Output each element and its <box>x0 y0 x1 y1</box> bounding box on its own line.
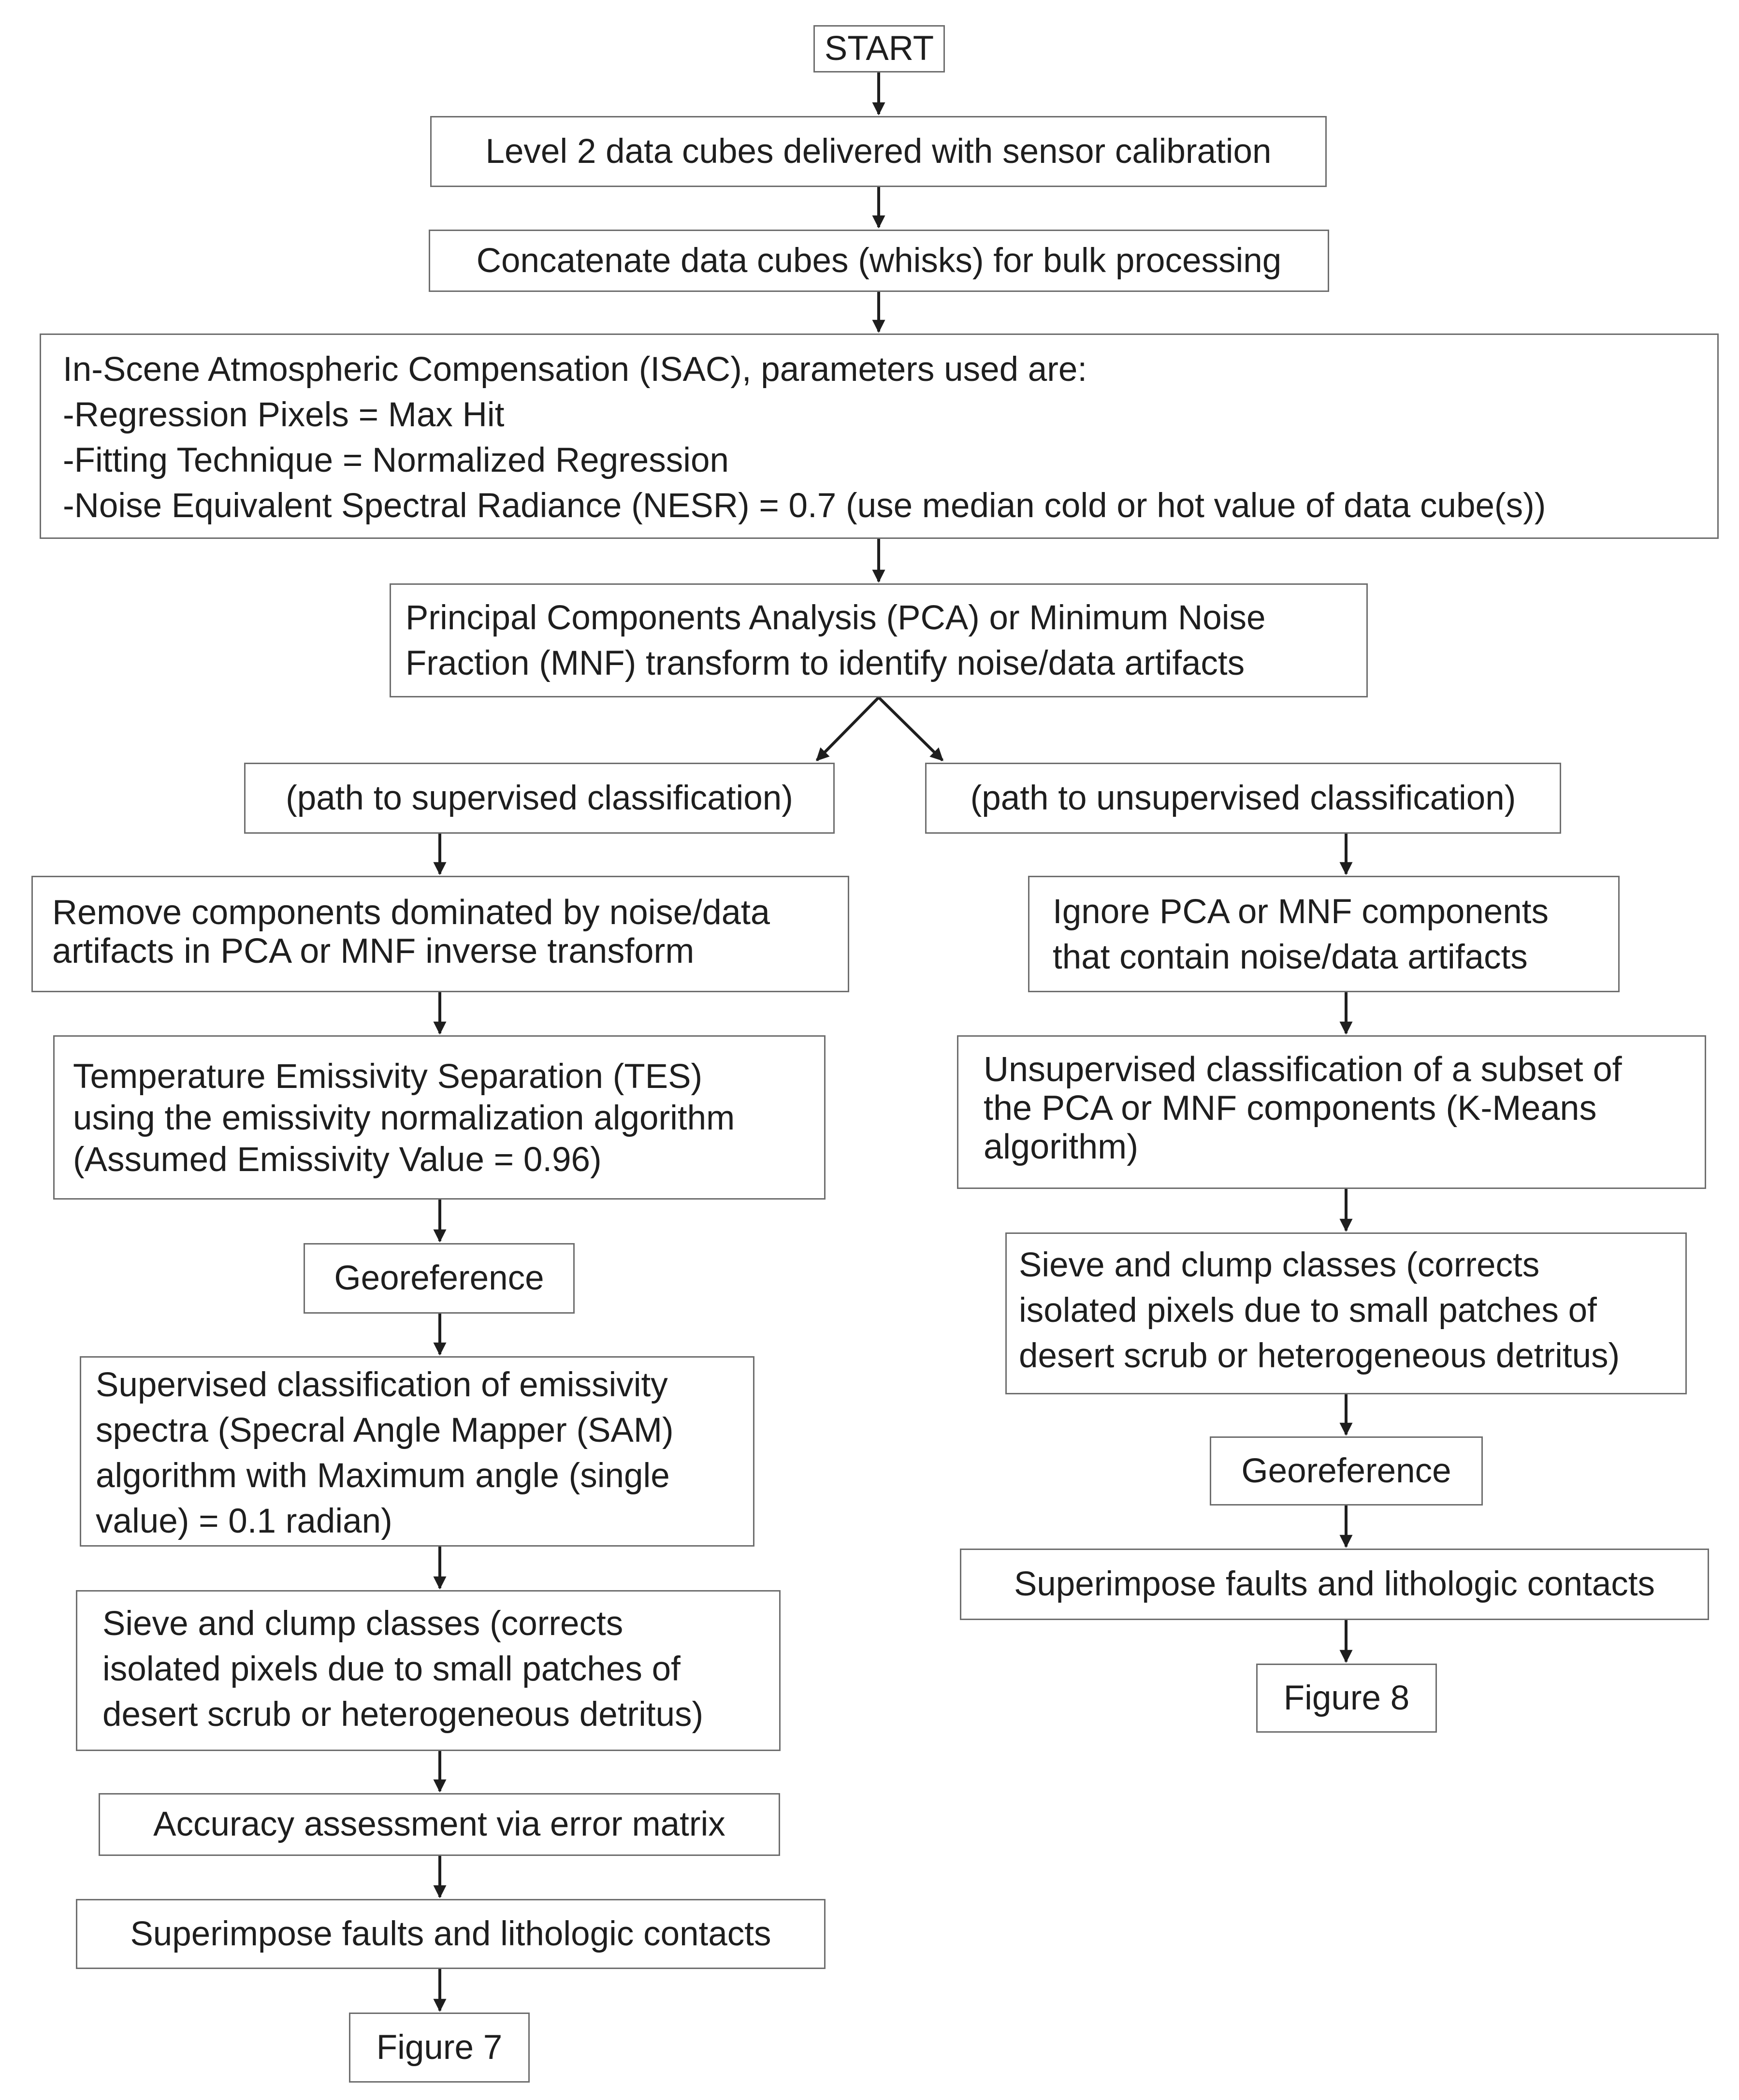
pca-line-1: Principal Components Analysis (PCA) or M… <box>406 599 1266 637</box>
unsupervised-path-box: (path to unsupervised classification) <box>925 763 1561 834</box>
georeference-left-box: Georeference <box>304 1243 575 1314</box>
ignore-components-box: Ignore PCA or MNF components that contai… <box>1028 876 1620 992</box>
concatenate-box: Concatenate data cubes (whisks) for bulk… <box>429 230 1329 292</box>
georeference-right-label: Georeference <box>1241 1452 1451 1490</box>
supervised-path-box: (path to supervised classification) <box>244 763 835 834</box>
sieve-right-line-2: isolated pixels due to small patches of <box>1019 1291 1597 1330</box>
unsupervised-classification-line-1: Unsupervised classification of a subset … <box>984 1050 1622 1089</box>
isac-box: In-Scene Atmospheric Compensation (ISAC)… <box>40 333 1719 539</box>
superimpose-left-box: Superimpose faults and lithologic contac… <box>76 1899 826 1969</box>
ignore-components-line-2: that contain noise/data artifacts <box>1053 938 1528 976</box>
isac-line-4: -Noise Equivalent Spectral Radiance (NES… <box>63 487 1546 525</box>
tes-box: Temperature Emissivity Separation (TES) … <box>53 1035 826 1200</box>
georeference-left-label: Georeference <box>334 1259 544 1297</box>
sieve-left-line-2: isolated pixels due to small patches of <box>102 1650 681 1688</box>
unsupervised-classification-box: Unsupervised classification of a subset … <box>957 1035 1706 1189</box>
supervised-classification-line-1: Supervised classification of emissivity <box>96 1366 668 1404</box>
pca-box: Principal Components Analysis (PCA) or M… <box>390 583 1368 697</box>
arrow-pca-to-supervised-path <box>815 696 880 762</box>
pca-line-2: Fraction (MNF) transform to identify noi… <box>406 644 1245 682</box>
figure8-box: Figure 8 <box>1256 1664 1437 1733</box>
unsupervised-path-label: (path to unsupervised classification) <box>970 779 1516 817</box>
isac-line-3: -Fitting Technique = Normalized Regressi… <box>63 441 729 479</box>
isac-line-2: -Regression Pixels = Max Hit <box>63 396 505 434</box>
tes-line-3: (Assumed Emissivity Value = 0.96) <box>73 1141 602 1179</box>
remove-components-box: Remove components dominated by noise/dat… <box>31 876 849 992</box>
superimpose-right-label: Superimpose faults and lithologic contac… <box>1014 1565 1655 1603</box>
start-box: START <box>813 25 945 72</box>
tes-line-2: using the emissivity normalization algor… <box>73 1099 735 1137</box>
figure7-box: Figure 7 <box>349 2013 530 2083</box>
remove-components-line-1: Remove components dominated by noise/dat… <box>52 893 770 932</box>
supervised-classification-line-4: value) = 0.1 radian) <box>96 1502 392 1540</box>
sieve-right-line-1: Sieve and clump classes (corrects <box>1019 1246 1540 1284</box>
sieve-right-line-3: desert scrub or heterogeneous detritus) <box>1019 1337 1620 1375</box>
level2-data-cubes-label: Level 2 data cubes delivered with sensor… <box>485 132 1272 171</box>
unsupervised-classification-line-2: the PCA or MNF components (K-Means <box>984 1089 1597 1128</box>
ignore-components-line-1: Ignore PCA or MNF components <box>1053 893 1549 931</box>
accuracy-assessment-label: Accuracy assessment via error matrix <box>153 1805 725 1843</box>
arrow-pca-to-unsupervised-path <box>877 696 944 762</box>
superimpose-right-box: Superimpose faults and lithologic contac… <box>960 1549 1709 1620</box>
sieve-left-line-1: Sieve and clump classes (corrects <box>102 1605 623 1643</box>
tes-line-1: Temperature Emissivity Separation (TES) <box>73 1057 703 1096</box>
sieve-left-line-3: desert scrub or heterogeneous detritus) <box>102 1695 704 1734</box>
georeference-right-box: Georeference <box>1210 1436 1483 1506</box>
supervised-classification-line-2: spectra (Specral Angle Mapper (SAM) <box>96 1411 674 1449</box>
supervised-classification-line-3: algorithm with Maximum angle (single <box>96 1457 670 1495</box>
isac-line-1: In-Scene Atmospheric Compensation (ISAC)… <box>63 350 1087 389</box>
sieve-right-box: Sieve and clump classes (corrects isolat… <box>1005 1232 1687 1394</box>
level2-data-cubes-box: Level 2 data cubes delivered with sensor… <box>430 116 1327 187</box>
accuracy-assessment-box: Accuracy assessment via error matrix <box>99 1793 780 1856</box>
start-label: START <box>824 29 934 68</box>
supervised-classification-box: Supervised classification of emissivity … <box>80 1356 754 1547</box>
concatenate-label: Concatenate data cubes (whisks) for bulk… <box>476 242 1282 280</box>
supervised-path-label: (path to supervised classification) <box>286 779 793 817</box>
figure8-label: Figure 8 <box>1283 1679 1410 1717</box>
figure7-label: Figure 7 <box>376 2028 503 2067</box>
sieve-left-box: Sieve and clump classes (corrects isolat… <box>76 1590 781 1751</box>
unsupervised-classification-line-3: algorithm) <box>984 1128 1139 1166</box>
remove-components-line-2: artifacts in PCA or MNF inverse transfor… <box>52 932 695 970</box>
superimpose-left-label: Superimpose faults and lithologic contac… <box>130 1915 771 1953</box>
